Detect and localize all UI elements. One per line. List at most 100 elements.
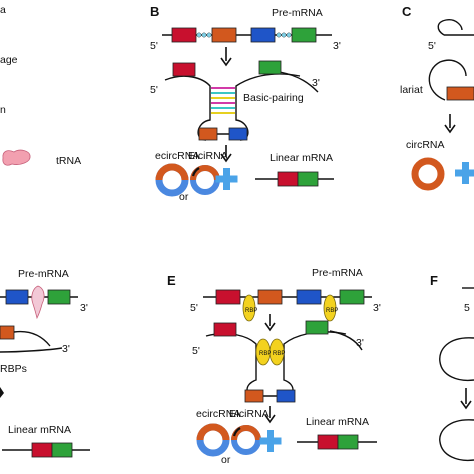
svg-text:RBP: RBP <box>273 351 285 357</box>
panel-b-tail-3prime <box>279 71 319 93</box>
panel-d-exon-green <box>47 289 71 305</box>
panel-f: F 5 <box>430 273 474 462</box>
panel-e-hairpin-right <box>283 331 347 399</box>
panel-b-pairing-label: Basic-pairing <box>243 92 304 104</box>
svg-text:RBP: RBP <box>259 351 271 357</box>
svg-text:RBP: RBP <box>326 308 338 314</box>
panel-b-exon-green <box>291 27 317 43</box>
panel-e-hairpin-left <box>205 332 257 399</box>
panel-f-arrow <box>460 388 472 410</box>
panel-e-exon-red <box>215 289 241 305</box>
panel-e-elcirna-ring <box>231 425 261 455</box>
panel-b-repeat-beads-right <box>276 32 292 38</box>
panel-b-linear-mrna <box>255 171 334 187</box>
panel-e-hairpin-exon-blue <box>276 389 296 403</box>
panel-b-exon-red <box>171 27 197 43</box>
panel-e-three-prime-mid: 3' <box>356 337 364 349</box>
panel-c-plus-icon <box>455 162 474 184</box>
panel-b-hairpin-exon-orange <box>198 127 218 141</box>
panel-e-premrna-label: Pre-mRNA <box>312 267 363 279</box>
panel-b-ecircrna-ring <box>155 163 189 197</box>
panel-a-fragment-n: n <box>0 104 6 116</box>
panel-e-ecircrna-label: ecircRNA <box>196 408 240 420</box>
panel-f-letter: F <box>430 273 438 288</box>
panel-e-arrow-1 <box>264 314 276 332</box>
panel-b-hairpin-exon-blue <box>228 127 248 141</box>
panel-e-elcirna-label: EIciRNA <box>229 408 269 420</box>
panel-a-fragment-stage: age <box>0 54 18 66</box>
panel-e-three-prime-top: 3' <box>373 302 381 314</box>
panel-e-linear-label: Linear mRNA <box>306 416 369 428</box>
panel-b-three-prime-top: 3' <box>333 40 341 52</box>
panel-b-repeat-beads-left <box>196 32 212 38</box>
panel-b-exon-blue <box>250 27 276 43</box>
panel-d-three-prime-mid: 3' <box>62 343 70 355</box>
panel-b-arrow-1 <box>220 47 232 67</box>
panel-e-rbp-oval-left: RBP <box>242 294 257 322</box>
panel-e-or-label: or <box>221 454 231 466</box>
panel-d-exon-orange <box>0 325 15 340</box>
panel-d-linear-label: Linear mRNA <box>8 424 71 436</box>
panel-e-hairpin-exon-green <box>305 320 329 335</box>
panel-c: C 5' lariat circRNA <box>400 4 474 191</box>
panel-b-exon-orange <box>211 27 237 43</box>
panel-d-exon-blue <box>5 289 29 305</box>
panel-e-exon-green <box>339 289 365 305</box>
panel-b-five-prime-mid: 5' <box>150 84 158 96</box>
panel-b-three-prime-mid: 3' <box>312 77 320 89</box>
panel-a: a age n tRNA <box>0 4 81 167</box>
panel-d-arrow-fragment <box>0 387 4 398</box>
panel-c-circrna-ring <box>411 157 445 191</box>
svg-text:RBP: RBP <box>245 308 257 314</box>
panel-b-base-pairing-bars <box>211 87 235 114</box>
panel-e-five-prime-mid: 5' <box>192 345 200 357</box>
panel-e-tail-3prime <box>329 330 363 351</box>
panel-e-plus-icon <box>259 430 282 452</box>
panel-b-hairpin-exon-green <box>258 60 282 75</box>
panel-d-tail-line <box>0 347 63 353</box>
panel-d-three-prime-top: 3' <box>80 302 88 314</box>
panel-d-rbp-shape <box>31 285 45 320</box>
panel-c-lariat-loop <box>428 59 467 101</box>
panel-e-five-prime-top: 5' <box>190 302 198 314</box>
panel-e-ecircrna-ring <box>196 423 230 457</box>
panel-b-arrow-2 <box>220 145 232 163</box>
panel-c-circrna-label: circRNA <box>406 139 445 151</box>
panel-f-circle-bottom <box>439 419 474 462</box>
panel-b-plus-icon <box>215 168 238 190</box>
panel-c-letter: C <box>402 4 412 19</box>
panel-b-premrna-label: Pre-mRNA <box>272 7 323 19</box>
panel-f-five-prime: 5 <box>464 302 470 314</box>
panel-c-arrow <box>444 114 456 134</box>
panel-b-hairpin-exon-red <box>172 62 196 77</box>
panel-b-or-label: or <box>179 191 189 203</box>
panel-c-loop-top <box>437 18 463 36</box>
panel-d-linear-mrna <box>2 442 90 458</box>
trna-shape <box>2 149 31 166</box>
panel-b: B Pre-mRNA 5' 3' <box>150 4 341 203</box>
panel-e-rbp-oval-right: RBP <box>323 294 338 322</box>
panel-e-hairpin-exon-orange <box>244 389 264 403</box>
panel-e-hairpin-exon-red <box>213 322 237 337</box>
panel-e: E Pre-mRNA RBP RBP 5' 3' <box>167 267 381 466</box>
panel-b-five-prime-top: 5' <box>150 40 158 52</box>
panel-e-letter: E <box>167 273 176 288</box>
trna-label: tRNA <box>56 155 81 167</box>
panel-b-ecircrna-label: ecircRNA <box>155 150 199 162</box>
panel-e-exon-orange <box>257 289 283 305</box>
panel-a-fragment-line: a <box>0 4 6 16</box>
panel-c-five-prime: 5' <box>428 40 436 52</box>
panel-d-hairpin-line <box>13 330 51 347</box>
panel-d-rbps-label: RBPs <box>0 363 27 375</box>
panel-d: Pre-mRNA 3' 3' RBPs Linear mRNA <box>0 268 90 458</box>
panel-e-linear-mrna <box>297 434 377 450</box>
panel-b-linear-label: Linear mRNA <box>270 152 333 164</box>
panel-b-elcirna-ring <box>190 165 220 195</box>
panel-e-rbp-dimer: RBP RBP <box>255 338 285 366</box>
panel-f-circle-top <box>439 337 474 382</box>
panel-c-lariat-exon-orange <box>446 86 474 101</box>
panel-b-elcirna-label: EIciRNA <box>188 150 228 162</box>
panel-d-premrna-label: Pre-mRNA <box>18 268 69 280</box>
panel-b-letter: B <box>150 4 159 19</box>
